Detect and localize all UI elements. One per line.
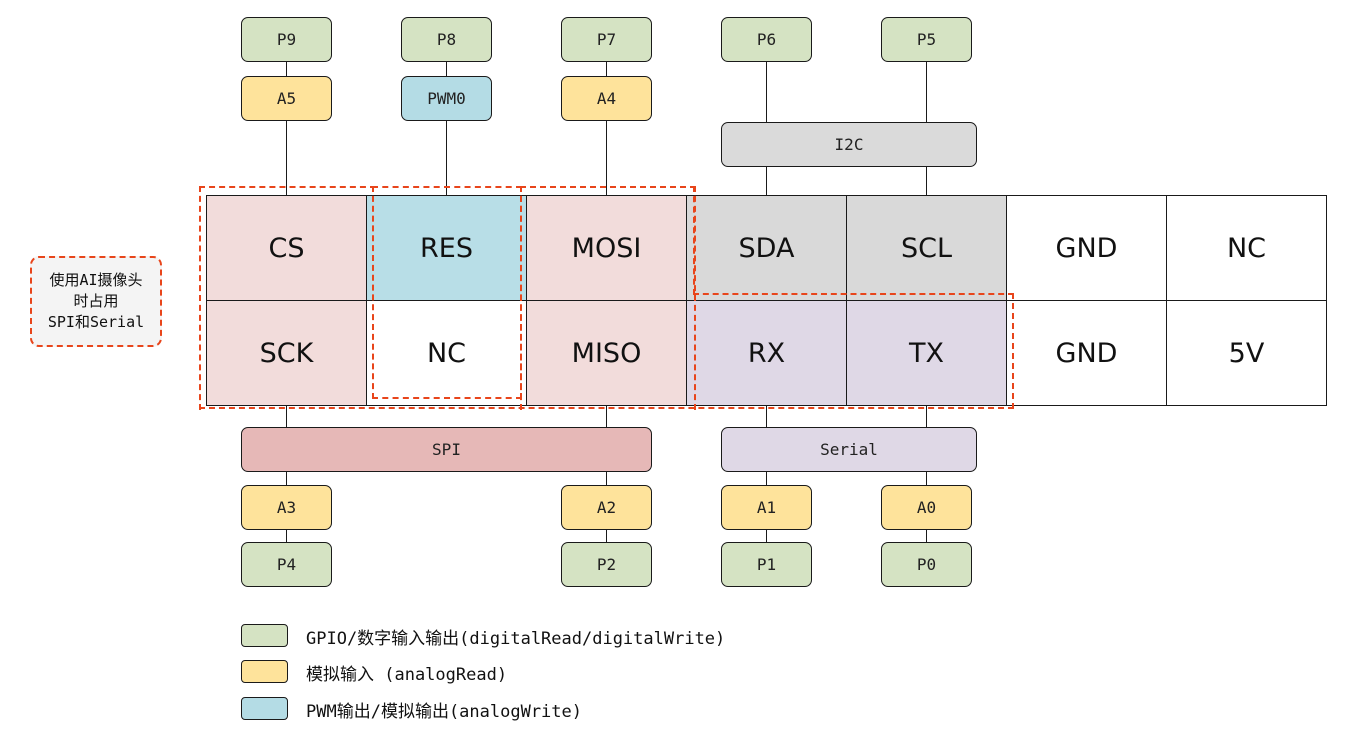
pin-p5: P5 — [881, 17, 972, 62]
connector-line — [286, 61, 287, 76]
camera-occupied-outline — [520, 186, 522, 410]
camera-occupied-outline — [199, 186, 376, 410]
pin-p0: P0 — [881, 542, 972, 587]
camera-occupied-outline — [520, 186, 696, 410]
camera-note-line: SPI和Serial — [47, 313, 145, 331]
camera-note: 使用AI摄像头 时占用 SPI和Serial — [30, 256, 162, 347]
legend-label-analog: 模拟输入 (analogRead) — [306, 665, 508, 685]
header-cell-gnd: GND — [1006, 300, 1167, 406]
camera-occupied-outline — [372, 186, 522, 399]
connector-line — [926, 405, 927, 543]
header-cell-nc: NC — [1166, 195, 1327, 301]
legend-swatch-analog — [241, 660, 288, 683]
pin-pwm0: PWM0 — [401, 76, 492, 121]
pin-p6: P6 — [721, 17, 812, 62]
camera-occupied-outline — [693, 186, 695, 295]
pin-p2: P2 — [561, 542, 652, 587]
pin-a3: A3 — [241, 485, 332, 530]
camera-occupied-outline — [199, 407, 1014, 409]
bus-serial: Serial — [721, 427, 977, 472]
pin-p1: P1 — [721, 542, 812, 587]
header-cell-res: RES — [366, 195, 527, 301]
pin-a1: A1 — [721, 485, 812, 530]
connector-line — [286, 120, 287, 196]
header-cell-sck: SCK — [206, 300, 367, 406]
pin-p4: P4 — [241, 542, 332, 587]
camera-note-line: 使用AI摄像头 — [49, 271, 143, 289]
pin-a2: A2 — [561, 485, 652, 530]
pin-a4: A4 — [561, 76, 652, 121]
pin-p8: P8 — [401, 17, 492, 62]
connector-line — [606, 120, 607, 196]
pin-p7: P7 — [561, 17, 652, 62]
camera-occupied-outline — [693, 293, 1014, 409]
legend-swatch-pwm — [241, 697, 288, 720]
header-cell-miso: MISO — [526, 300, 687, 406]
pin-p9: P9 — [241, 17, 332, 62]
connector-line — [606, 61, 607, 76]
header-cell-mosi: MOSI — [526, 195, 687, 301]
connector-line — [446, 120, 447, 196]
header-cell-tx: TX — [846, 300, 1007, 406]
connector-line — [286, 405, 287, 543]
pin-a0: A0 — [881, 485, 972, 530]
legend-swatch-gpio — [241, 624, 288, 647]
header-cell-sda: SDA — [686, 195, 847, 301]
connector-line — [766, 405, 767, 543]
header-cell-gnd: GND — [1006, 195, 1167, 301]
connector-line — [446, 61, 447, 76]
camera-note-line: 时占用 — [73, 292, 119, 310]
legend-label-pwm: PWM输出/模拟输出(analogWrite) — [306, 702, 582, 722]
header-cell-scl: SCL — [846, 195, 1007, 301]
pin-header: CS RES MOSI SDA SCL GND NC SCK NC MISO R… — [206, 195, 1327, 406]
legend-label-gpio: GPIO/数字输入输出(digitalRead/digitalWrite) — [306, 629, 726, 649]
header-cell-5v: 5V — [1166, 300, 1327, 406]
pin-a5: A5 — [241, 76, 332, 121]
header-cell-cs: CS — [206, 195, 367, 301]
header-cell-rx: RX — [686, 300, 847, 406]
bus-spi: SPI — [241, 427, 652, 472]
bus-i2c: I2C — [721, 122, 977, 167]
connector-line — [606, 405, 607, 543]
